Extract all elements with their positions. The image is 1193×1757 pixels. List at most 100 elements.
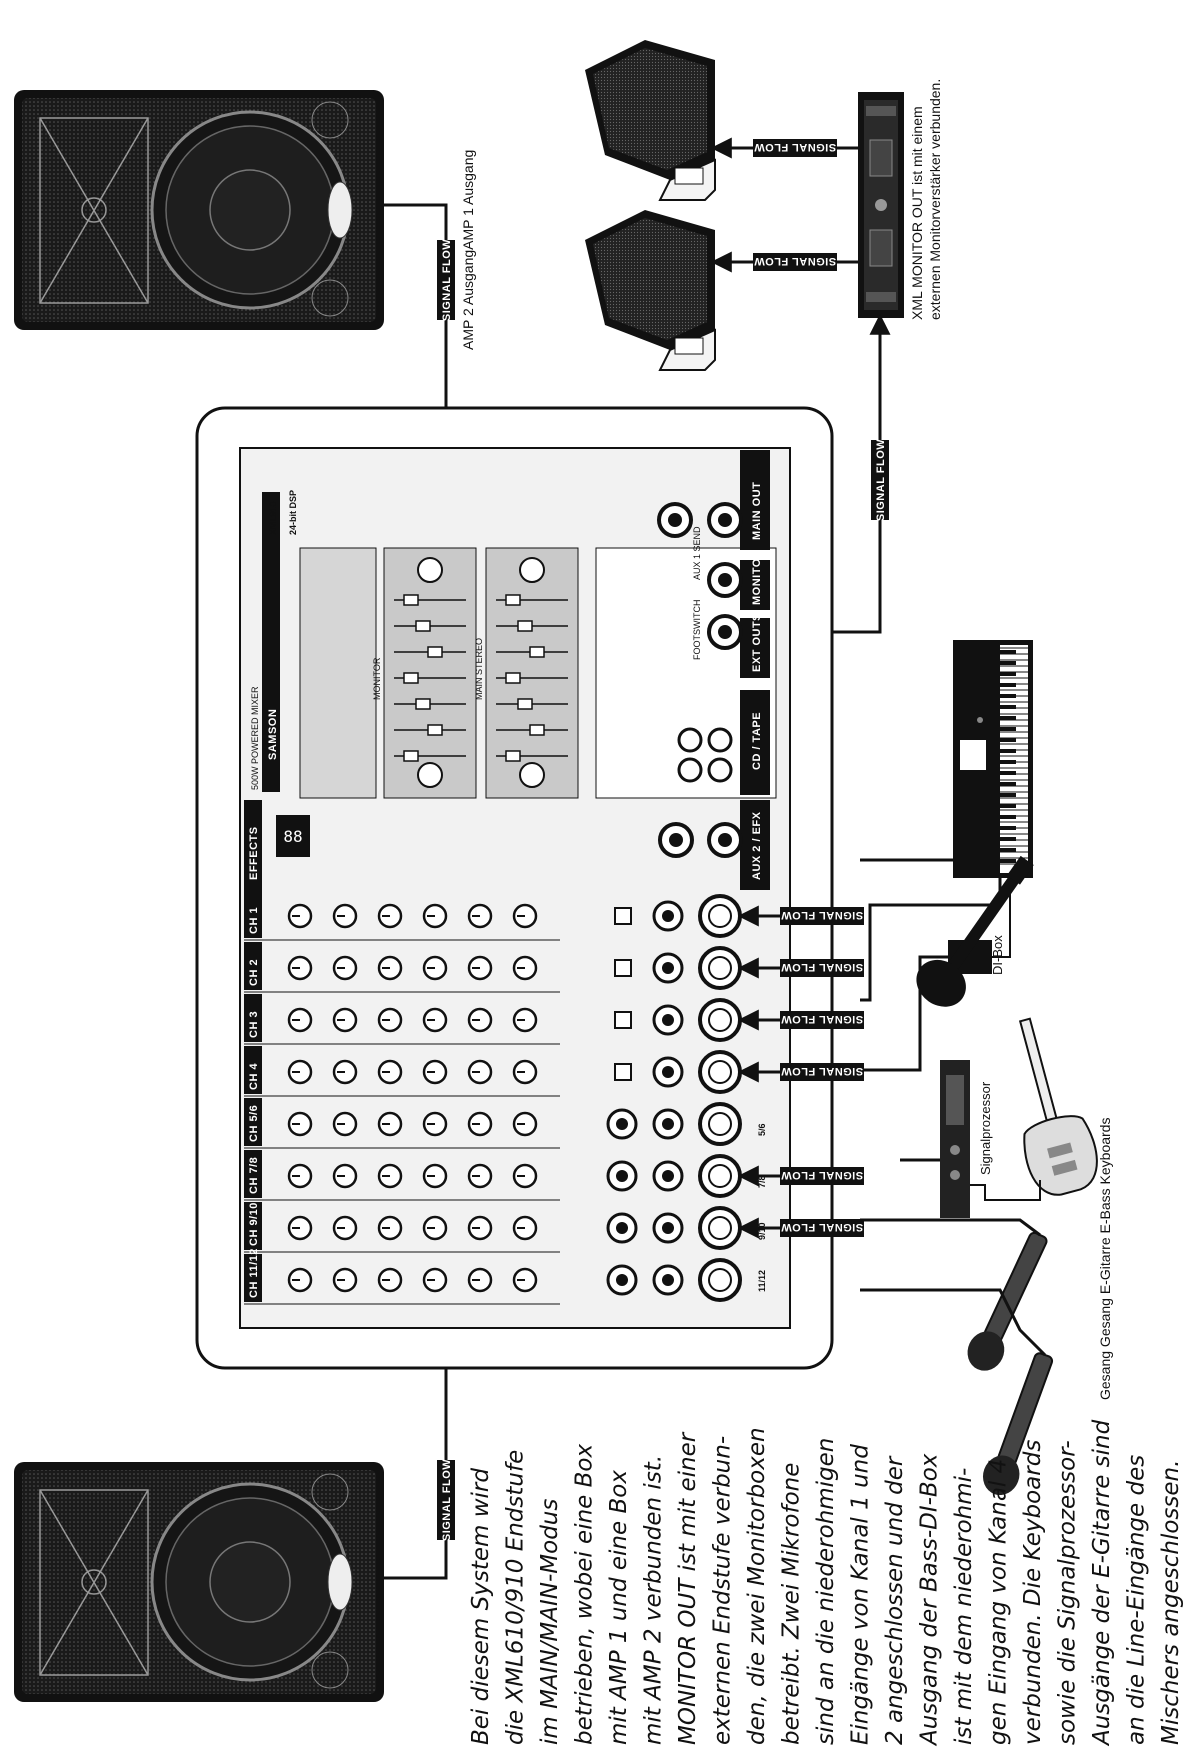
knob[interactable] [467, 903, 493, 929]
knob[interactable] [512, 903, 538, 929]
knob[interactable] [467, 955, 493, 981]
knob[interactable] [287, 1007, 313, 1033]
knob[interactable] [332, 1215, 358, 1241]
knob[interactable] [377, 1163, 403, 1189]
svg-text:SIGNAL FLOW: SIGNAL FLOW [781, 1169, 863, 1181]
cable-amp-bottom [384, 1368, 448, 1580]
channel-strip-6: CH 7/8 [244, 1150, 560, 1201]
knob[interactable] [287, 1059, 313, 1085]
channel-strip-1: CH 1 [244, 890, 560, 941]
knob[interactable] [512, 1215, 538, 1241]
caption-line: sind an die niederohmigen [813, 1438, 839, 1745]
svg-text:SIGNAL FLOW: SIGNAL FLOW [781, 961, 863, 973]
svg-text:SIGNAL FLOW: SIGNAL FLOW [781, 909, 863, 921]
knob[interactable] [467, 1007, 493, 1033]
monitor-amp-label: XML MONITOR OUT ist mit einem [909, 106, 925, 320]
knob[interactable] [512, 1163, 538, 1189]
channel-label: CH 1 [248, 907, 260, 934]
knob[interactable] [377, 1215, 403, 1241]
mixer-model-line: 500W POWERED MIXER [250, 686, 260, 790]
caption: Bei diesem System wird die XML610/910 End… [468, 1419, 1184, 1747]
microphone-1 [967, 1231, 1048, 1371]
section-effects: EFFECTS [248, 826, 260, 880]
channel-input-8[interactable] [606, 1258, 742, 1302]
knob[interactable] [467, 1267, 493, 1293]
signal-flow-tag-input: SIGNAL FLOW [780, 959, 864, 977]
caption-line: gen Eingang von Kanal 4 [986, 1459, 1012, 1745]
knob[interactable] [332, 1111, 358, 1137]
knob[interactable] [287, 955, 313, 981]
channel-strip-3: CH 3 [244, 994, 560, 1045]
caption-line: an die Line-Eingänge des [1124, 1455, 1150, 1745]
knob[interactable] [377, 1111, 403, 1137]
mixer-model: XML910 [268, 501, 278, 535]
knob[interactable] [332, 1059, 358, 1085]
signal-flow-tag-amp-top: SIGNAL FLOW [437, 239, 455, 321]
section-aux: AUX 2 / EFX [751, 811, 763, 880]
knob[interactable] [332, 955, 358, 981]
knob[interactable] [467, 1215, 493, 1241]
knob[interactable] [422, 1267, 448, 1293]
monitor-amp-label-2: externen Monitorverstärker verbunden. [927, 79, 943, 320]
channel-label: CH 7/8 [248, 1157, 260, 1194]
section-ext-outs: EXT OUTS [751, 613, 763, 672]
channel-input-4[interactable] [614, 1050, 742, 1094]
signal-flow-tag-wedge-bottom: SIGNAL FLOW [753, 253, 837, 271]
knob[interactable] [422, 1111, 448, 1137]
knob[interactable] [422, 955, 448, 981]
channel-label: CH 3 [248, 1011, 260, 1038]
sources-label: Gesang Gesang E-Gitarre E-Bass Keyboards [1097, 1118, 1113, 1400]
svg-text:SIGNAL FLOW: SIGNAL FLOW [781, 1065, 863, 1077]
keyboard [953, 640, 1033, 878]
channel-input-5[interactable] [606, 1102, 742, 1146]
caption-line: den, die zwei Monitorboxen [744, 1427, 770, 1745]
section-monitor-out: MONITOR [751, 550, 763, 605]
monitor-wedge-bottom [585, 210, 716, 371]
signal-flow-tag-wedge-top: SIGNAL FLOW [753, 139, 837, 157]
channel-number: 9/10 [757, 1222, 767, 1240]
knob[interactable] [332, 1007, 358, 1033]
knob[interactable] [377, 1267, 403, 1293]
caption-line: die XML610/910 Endstufe [503, 1450, 529, 1745]
channel-input-6[interactable] [606, 1154, 742, 1198]
knob[interactable] [422, 1059, 448, 1085]
svg-text:SIGNAL FLOW: SIGNAL FLOW [875, 439, 887, 521]
caption-line: Eingänge von Kanal 1 und [848, 1444, 874, 1745]
svg-text:SIGNAL FLOW: SIGNAL FLOW [441, 1459, 453, 1541]
caption-line: Bei diesem System wird [468, 1468, 494, 1745]
knob[interactable] [512, 1059, 538, 1085]
knob[interactable] [287, 1163, 313, 1189]
amp-outputs-label: AMP 2 AusgangAMP 1 Ausgang [460, 150, 476, 350]
knob[interactable] [332, 1267, 358, 1293]
knob[interactable] [287, 903, 313, 929]
knob[interactable] [287, 1267, 313, 1293]
knob[interactable] [377, 903, 403, 929]
knob[interactable] [512, 1111, 538, 1137]
knob[interactable] [377, 955, 403, 981]
channel-input-7[interactable] [606, 1206, 742, 1250]
knob[interactable] [422, 1163, 448, 1189]
svg-text:SIGNAL FLOW: SIGNAL FLOW [781, 1013, 863, 1025]
knob[interactable] [467, 1163, 493, 1189]
channel-label: CH 5/6 [248, 1105, 260, 1142]
knob[interactable] [332, 903, 358, 929]
knob[interactable] [332, 1163, 358, 1189]
knob[interactable] [467, 1059, 493, 1085]
knob[interactable] [467, 1111, 493, 1137]
knob[interactable] [422, 1215, 448, 1241]
knob[interactable] [377, 1007, 403, 1033]
channel-number: 11/12 [757, 1270, 767, 1292]
knob[interactable] [422, 1007, 448, 1033]
knob[interactable] [287, 1215, 313, 1241]
channel-strip-4: CH 4 [244, 1046, 560, 1097]
knob[interactable] [512, 1267, 538, 1293]
knob[interactable] [422, 903, 448, 929]
channel-input-3[interactable] [614, 998, 742, 1042]
channel-label: CH 2 [248, 959, 260, 986]
knob[interactable] [287, 1111, 313, 1137]
knob[interactable] [377, 1059, 403, 1085]
caption-line: externen Endstufe verbun- [710, 1436, 736, 1745]
knob[interactable] [512, 1007, 538, 1033]
knob[interactable] [512, 955, 538, 981]
